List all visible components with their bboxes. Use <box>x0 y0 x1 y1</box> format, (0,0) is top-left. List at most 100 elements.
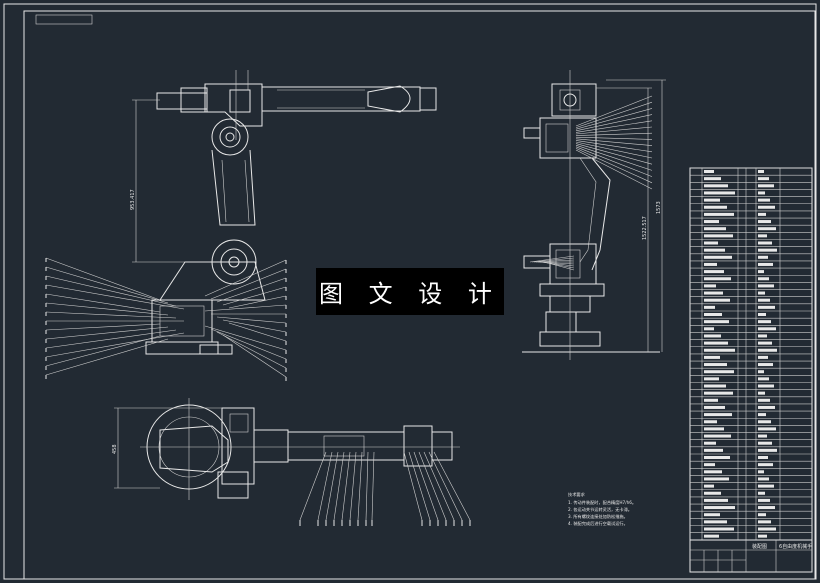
parts-row-entry <box>704 441 716 445</box>
elbow-housing <box>204 83 263 127</box>
leader-line <box>210 328 287 360</box>
leader-line <box>204 325 287 351</box>
leader-line <box>423 451 455 521</box>
parts-row-entry <box>704 177 721 181</box>
leader-line <box>45 311 177 319</box>
parts-row-entry <box>704 405 725 409</box>
parts-row-material <box>758 506 775 510</box>
waist-body <box>159 261 266 301</box>
parts-row-entry <box>704 284 716 288</box>
leader-line <box>228 322 287 342</box>
shoulder-gear <box>555 249 581 279</box>
leader-line <box>45 332 185 358</box>
parts-row-material <box>758 241 772 245</box>
parts-row-material <box>758 220 771 224</box>
parts-row-material <box>758 363 773 367</box>
drawing-name: 装配图 <box>752 543 767 550</box>
parts-row-material <box>758 212 766 216</box>
parts-row-material <box>758 498 770 502</box>
leader-line <box>45 284 185 310</box>
rear-cap <box>419 87 437 111</box>
parts-row-material <box>758 491 765 495</box>
parts-row-entry <box>704 391 733 395</box>
front-height-dimension: 953.417 <box>130 189 136 210</box>
waist-ring <box>539 283 605 297</box>
watermark-banner: 图 文 设 计 <box>316 268 504 315</box>
elbow-shaft <box>225 132 235 142</box>
parts-row-material <box>758 405 775 409</box>
leader-line <box>575 114 653 132</box>
note-line: 4. 装配完成后进行空载试运行。 <box>568 520 628 527</box>
wrist-box <box>551 83 597 117</box>
parts-row-material <box>758 205 775 209</box>
parts-row-material <box>758 313 766 316</box>
leader-line <box>45 323 161 331</box>
motor-mount <box>199 344 233 355</box>
leader-line <box>365 451 369 521</box>
parts-row-material <box>758 234 767 238</box>
upper-arm-tube <box>261 86 421 112</box>
parts-row-material <box>758 298 770 302</box>
parts-row-entry <box>704 427 724 431</box>
forearm-line <box>244 159 250 223</box>
side-view: 1522.517 1573 <box>522 70 666 360</box>
parts-row-material <box>758 227 776 231</box>
parts-row-entry <box>704 534 719 538</box>
side-leader-lines <box>529 95 653 271</box>
leader-line <box>533 259 575 263</box>
leader-line <box>543 261 575 271</box>
parts-row-material <box>758 427 776 431</box>
leader-line <box>575 108 653 130</box>
shoulder-block <box>221 407 255 485</box>
parts-row-entry <box>704 520 727 524</box>
side-height-outer-dimension: 1573 <box>656 201 662 214</box>
arm-profile-inner <box>579 157 597 263</box>
side-height-dimension: 1522.517 <box>642 216 648 240</box>
front-view: 953.417 <box>45 70 437 381</box>
leader-line <box>333 451 345 521</box>
leader-line <box>575 126 653 135</box>
parts-row-entry <box>704 205 727 209</box>
parts-row-entry <box>704 477 729 481</box>
leader-line <box>45 338 169 376</box>
parts-row-material <box>758 456 768 459</box>
leader-line <box>228 295 287 309</box>
parts-row-material <box>758 248 777 252</box>
leader-line <box>575 136 653 140</box>
technical-notes: 技术要求 1. 传动件装配时，配合精度H7/h6。 2. 各运动关节运转灵活，无… <box>568 491 636 527</box>
parts-row-entry <box>704 227 726 231</box>
leader-line <box>45 302 169 316</box>
parts-row-entry <box>704 348 735 352</box>
parts-row-material <box>758 177 769 181</box>
parts-row-material <box>758 413 766 417</box>
leader-line <box>204 304 287 312</box>
leader-line <box>575 149 653 190</box>
leader-line <box>575 148 653 184</box>
parts-rows <box>690 167 812 538</box>
leader-line <box>45 293 161 313</box>
parts-row-entry <box>704 491 721 495</box>
parts-row-entry <box>704 463 715 467</box>
counterweight <box>367 85 411 113</box>
leader-line <box>575 143 653 165</box>
waist-outline <box>159 425 229 473</box>
arm-joint-box <box>253 429 289 463</box>
leader-line <box>371 451 375 521</box>
parts-row-entry <box>704 291 723 295</box>
leader-line <box>575 138 653 146</box>
parts-row-material <box>758 441 772 445</box>
leader-line <box>299 451 327 521</box>
leader-line <box>349 451 357 521</box>
notes-title: 技术要求 <box>568 491 586 498</box>
leader-line <box>433 451 471 521</box>
parts-row-entry <box>704 341 728 345</box>
parts-row-entry <box>704 456 730 459</box>
parts-row-entry <box>704 184 728 188</box>
leader-line <box>575 140 653 153</box>
motor-stub <box>523 127 541 139</box>
parts-row-entry <box>704 170 714 173</box>
parts-row-entry <box>704 241 718 245</box>
parts-row-material <box>758 513 766 517</box>
title-block-frame <box>689 539 813 573</box>
leader-line <box>575 132 653 136</box>
